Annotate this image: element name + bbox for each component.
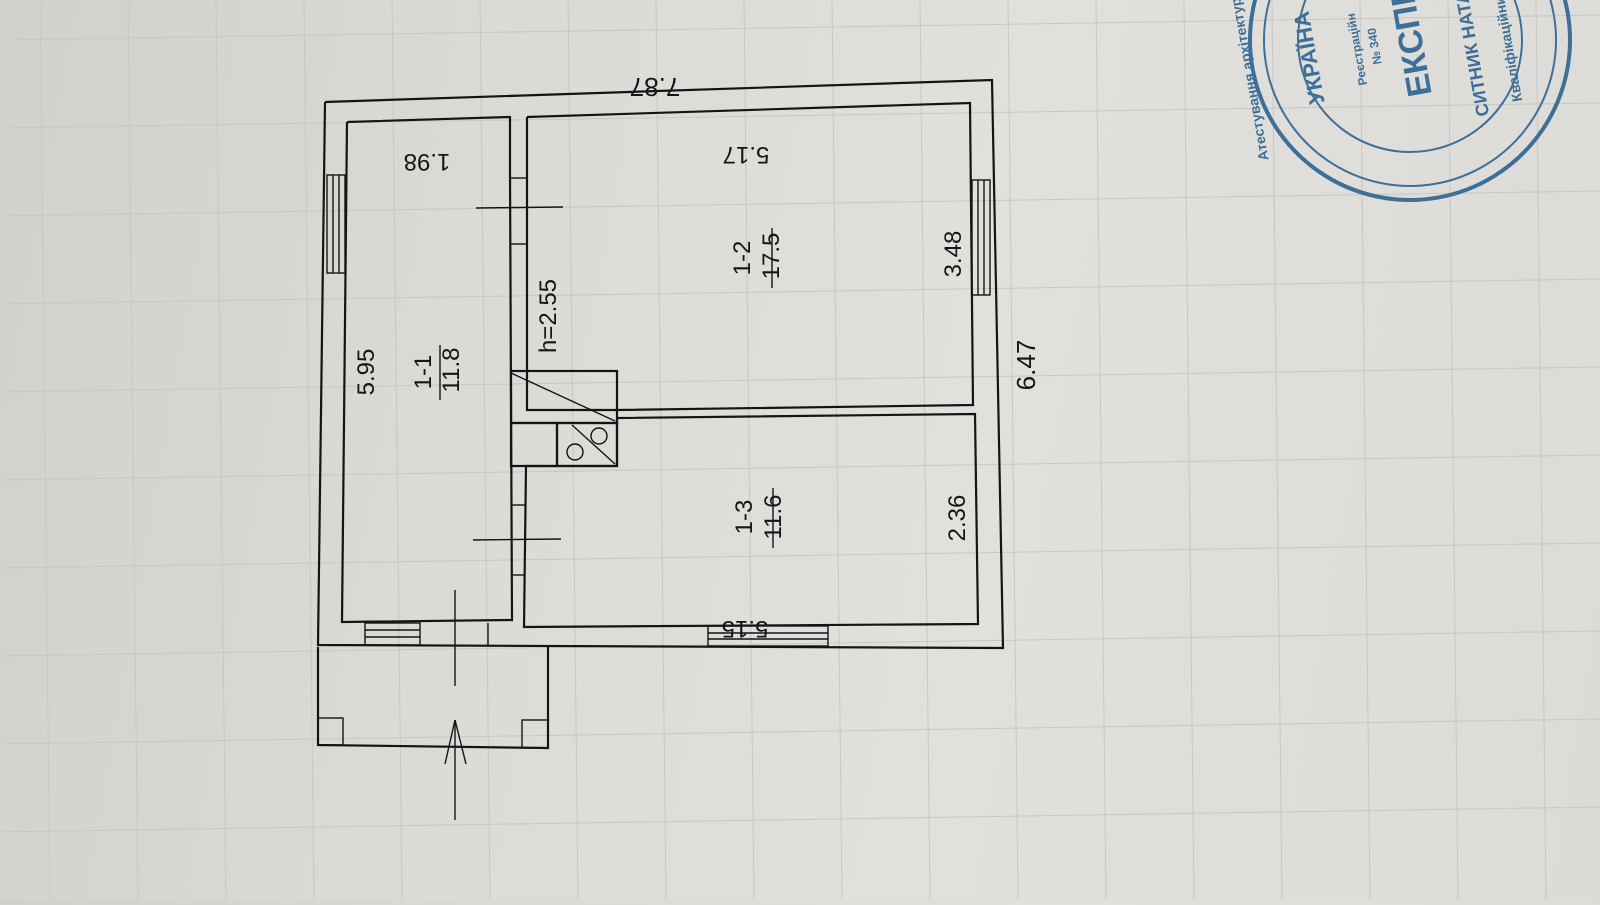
- stove-side: [509, 421, 559, 468]
- grid-line: [0, 630, 1600, 657]
- stamp-center-text: ЕКСПЕ: [1382, 0, 1439, 100]
- grid-line: [391, 0, 403, 901]
- grid-line: [1359, 0, 1371, 901]
- stamp-reg-text: Реєстраційн: [1344, 12, 1370, 86]
- grid-line: [0, 806, 1600, 833]
- grid-line: [0, 454, 1600, 481]
- ceiling-height-label: h=2.55: [535, 279, 562, 353]
- grid-line: [0, 278, 1600, 305]
- grid-line: [0, 102, 1600, 129]
- burner: [590, 427, 608, 445]
- grid-line: [1007, 0, 1019, 901]
- grid-line: [831, 0, 843, 901]
- grid-line: [1271, 0, 1283, 901]
- grid-line: [39, 0, 51, 901]
- window-room-1-3-bottom: [707, 625, 829, 647]
- room-1-1-width: 1.98: [404, 148, 451, 175]
- window-room-1-2-right: [971, 179, 991, 296]
- room-1-3-length: 5.15: [722, 615, 769, 642]
- grid-line: [567, 0, 579, 901]
- entrance-step-window: [364, 622, 421, 646]
- grid-line: [0, 14, 1600, 41]
- grid-line: [655, 0, 667, 901]
- grid-line: [127, 0, 139, 901]
- room-1-3-id: 1-3: [731, 500, 758, 535]
- porch-post: [521, 719, 549, 749]
- room-1-2-outline: [525, 101, 975, 412]
- grid-line: [919, 0, 931, 901]
- overall-width-label: 6.47: [1011, 340, 1041, 391]
- outer-walls: [316, 78, 1005, 650]
- door-1-1-to-1-2: [475, 177, 564, 245]
- room-1-3-area: 11.6: [760, 495, 787, 540]
- room-1-2: [525, 101, 991, 412]
- grid-line: [0, 718, 1600, 745]
- entrance-arrow: [444, 719, 467, 820]
- grid-line: [1535, 0, 1547, 901]
- outer-wall-outline: [316, 78, 1005, 650]
- stove-cooktop: [555, 421, 619, 468]
- grid-line: [0, 542, 1600, 569]
- stamp-country-text: УКРАЇНА: [1289, 9, 1330, 106]
- room-1-3-width: 2.36: [944, 495, 971, 542]
- porch-outline: [316, 647, 550, 750]
- grid-line: [0, 366, 1600, 393]
- stamp-reg-number: № 340: [1364, 27, 1384, 66]
- grid-line: [479, 0, 491, 901]
- room-1-1-length: 5.95: [353, 349, 380, 396]
- stove-block: [509, 369, 619, 468]
- room-1-2-id: 1-2: [729, 241, 756, 276]
- grid-line: [1095, 0, 1107, 901]
- window-room-1-1-left: [326, 174, 346, 274]
- room-1-2-length: 5.17: [723, 141, 770, 168]
- door-1-1-to-1-3: [472, 504, 562, 576]
- room-1-2-width: 3.48: [940, 231, 967, 278]
- grid-line: [743, 0, 755, 901]
- room-1-1-id: 1-1: [410, 355, 437, 390]
- grid-line: [0, 190, 1600, 217]
- room-1-1-area: 11.8: [438, 348, 465, 393]
- porch: [316, 590, 550, 820]
- burner: [566, 443, 584, 461]
- porch-post: [317, 717, 344, 746]
- grid-line: [215, 0, 227, 901]
- grid-line: [1183, 0, 1195, 901]
- grid-line: [1447, 0, 1459, 901]
- overall-length-label: 7.87: [630, 72, 681, 102]
- room-1-2-area: 17.5: [758, 233, 785, 280]
- grid-line: [303, 0, 315, 901]
